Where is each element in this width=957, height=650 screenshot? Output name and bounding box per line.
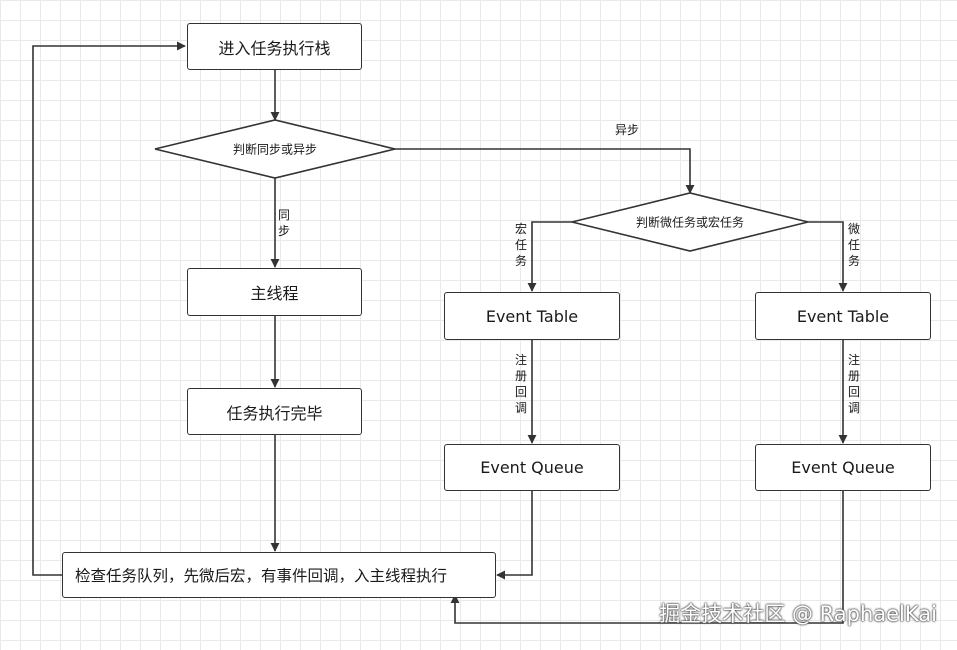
micro-task-edge-label: 微任务 <box>847 222 860 268</box>
macro-event-table-node: Event Table <box>444 292 620 340</box>
judge-sync-label: 判断同步或异步 <box>232 142 318 157</box>
judge-sync-diamond <box>154 119 396 179</box>
macro-event-queue-node: Event Queue <box>444 444 620 491</box>
edge-micro-queue-to-check <box>450 491 844 624</box>
sync-edge-label: 同步 <box>277 208 290 238</box>
edge-macro <box>527 221 572 292</box>
edge-micro <box>808 221 848 292</box>
edge-async <box>393 148 695 194</box>
edge-loop-back <box>32 41 186 576</box>
main-thread-node: 主线程 <box>187 268 362 316</box>
macro-task-edge-label: 宏任务 <box>514 222 527 268</box>
micro-event-table-node: Event Table <box>755 292 931 340</box>
check-task-queue-node: 检查任务队列，先微后宏，有事件回调，入主线程执行 <box>62 552 496 598</box>
async-edge-label: 异步 <box>615 123 640 137</box>
judge-micro-macro-diamond <box>571 192 809 252</box>
register-callback-right-label: 注册回调 <box>847 353 860 415</box>
watermark: 掘金技术社区 @ RaphaelKai <box>659 602 937 626</box>
register-callback-left-label: 注册回调 <box>514 353 527 415</box>
enter-task-stack-node: 进入任务执行栈 <box>187 23 362 70</box>
task-done-node: 任务执行完毕 <box>187 388 362 435</box>
edge-macro-queue-to-check <box>496 491 533 580</box>
micro-event-queue-node: Event Queue <box>755 444 931 491</box>
judge-micro-macro-label: 判断微任务或宏任务 <box>635 215 745 230</box>
